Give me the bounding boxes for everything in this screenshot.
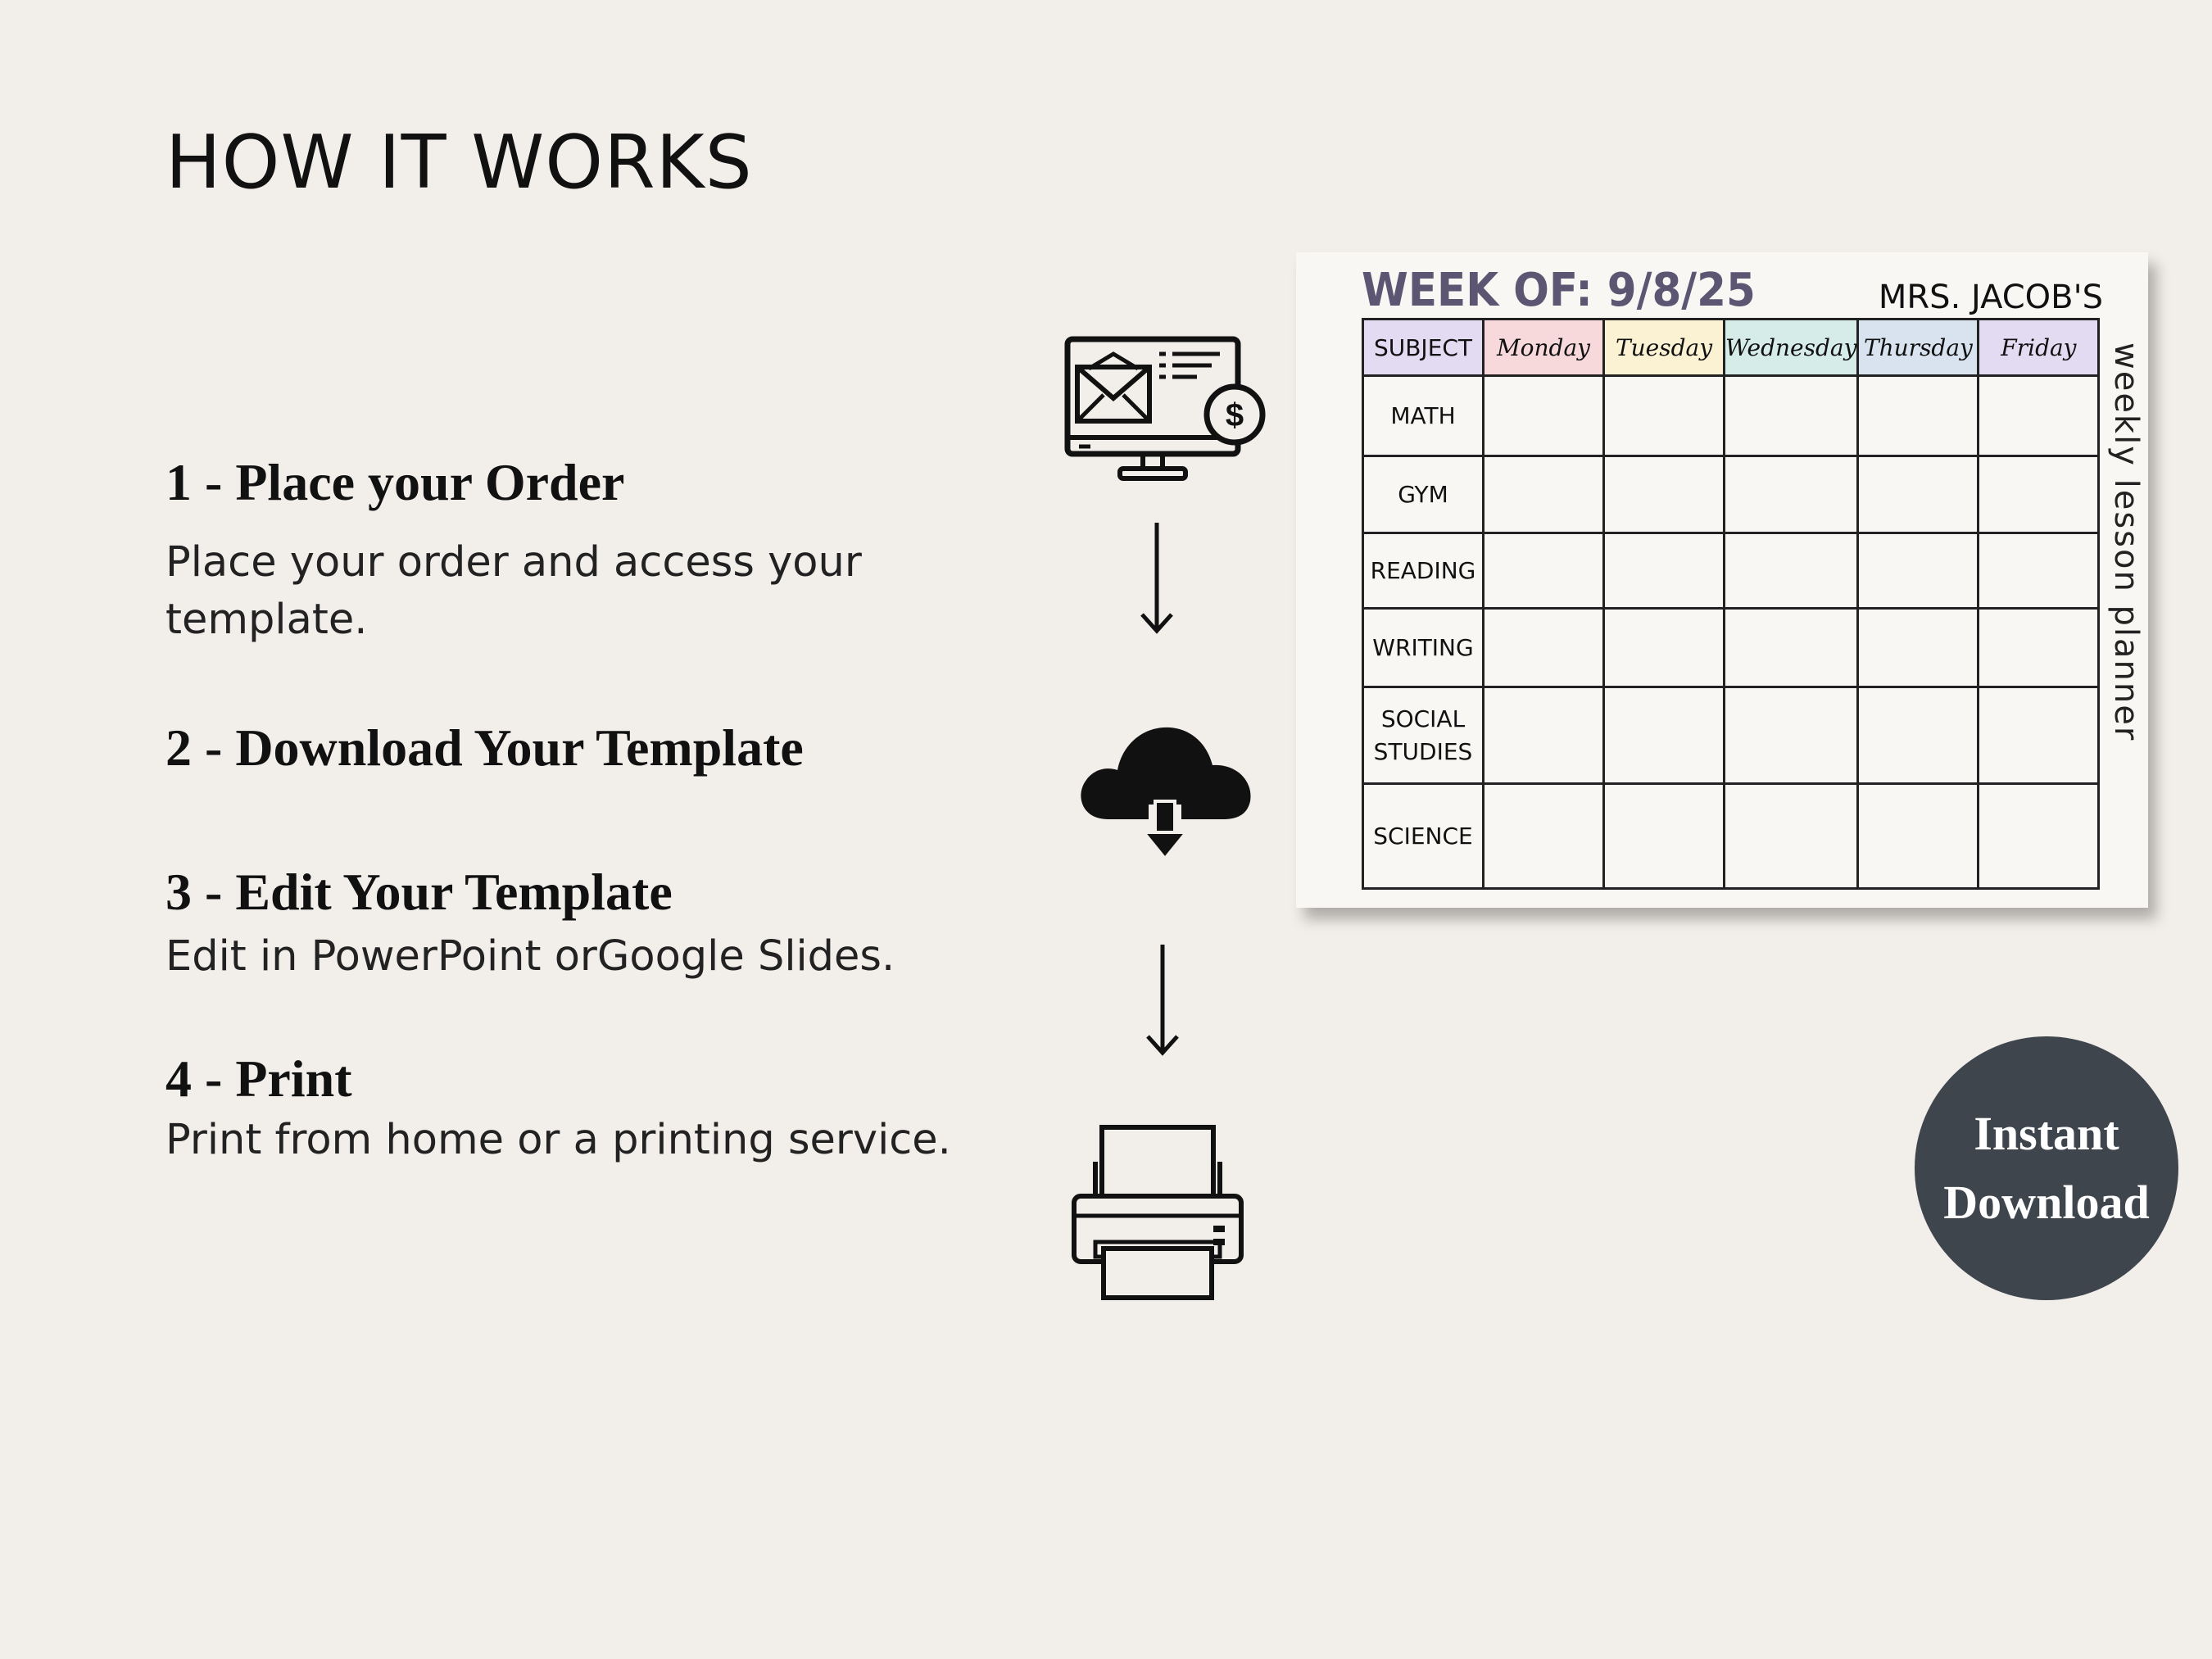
step-4-title: 4 - Print — [165, 1049, 352, 1108]
step-3-description: Edit in PowerPoint orGoogle Slides. — [165, 932, 895, 981]
day-header-friday: Friday — [1977, 318, 2101, 377]
table-row: READING — [1362, 532, 2101, 610]
subject-math: MATH — [1362, 374, 1484, 457]
instant-download-badge: Instant Download — [1915, 1036, 2178, 1300]
cloud-download-icon — [1075, 721, 1255, 878]
step-4-description: Print from home or a printing service. — [165, 1116, 951, 1164]
planner-side-title: weekly lesson planner — [2107, 342, 2145, 742]
subject-header: SUBJECT — [1362, 318, 1484, 377]
subject-reading: READING — [1362, 532, 1484, 610]
computer-email-dollar-icon: $ — [1061, 336, 1269, 483]
step-1-title: 1 - Place your Order — [165, 453, 625, 511]
step-2-title: 2 - Download Your Template — [165, 718, 804, 777]
subject-social-studies: SOCIAL STUDIES — [1362, 686, 1484, 785]
planner-grid: SUBJECT Monday Tuesday Wednesday Thursda… — [1362, 318, 2101, 890]
day-header-thursday: Thursday — [1856, 318, 1980, 377]
table-row: MATH — [1362, 374, 2101, 457]
subject-writing: WRITING — [1362, 607, 1484, 688]
page-title: HOW IT WORKS — [165, 120, 753, 206]
planner-week-of: WEEK OF: 9/8/25 — [1362, 264, 1756, 317]
table-row: SOCIAL STUDIES — [1362, 686, 2101, 785]
day-header-tuesday: Tuesday — [1602, 318, 1725, 377]
table-row: WRITING — [1362, 607, 2101, 688]
step-1-description: Place your order and access your templat… — [165, 538, 862, 644]
planner-teacher: MRS. JACOB'S — [1878, 279, 2103, 316]
planner-preview: WEEK OF: 9/8/25 MRS. JACOB'S weekly less… — [1296, 252, 2148, 908]
printer-icon — [1069, 1124, 1249, 1301]
day-header-monday: Monday — [1482, 318, 1605, 377]
table-row: SCIENCE — [1362, 782, 2101, 890]
day-header-wednesday: Wednesday — [1722, 318, 1860, 377]
arrow-down-icon — [1140, 521, 1173, 636]
badge-line-1: Instant — [1974, 1107, 2119, 1160]
subject-science: SCIENCE — [1362, 782, 1484, 890]
table-row: GYM — [1362, 455, 2101, 534]
subject-gym: GYM — [1362, 455, 1484, 534]
arrow-down-icon — [1146, 943, 1179, 1058]
svg-text:$: $ — [1226, 397, 1244, 433]
step-3-title: 3 - Edit Your Template — [165, 863, 673, 921]
badge-line-2: Download — [1943, 1176, 2150, 1229]
